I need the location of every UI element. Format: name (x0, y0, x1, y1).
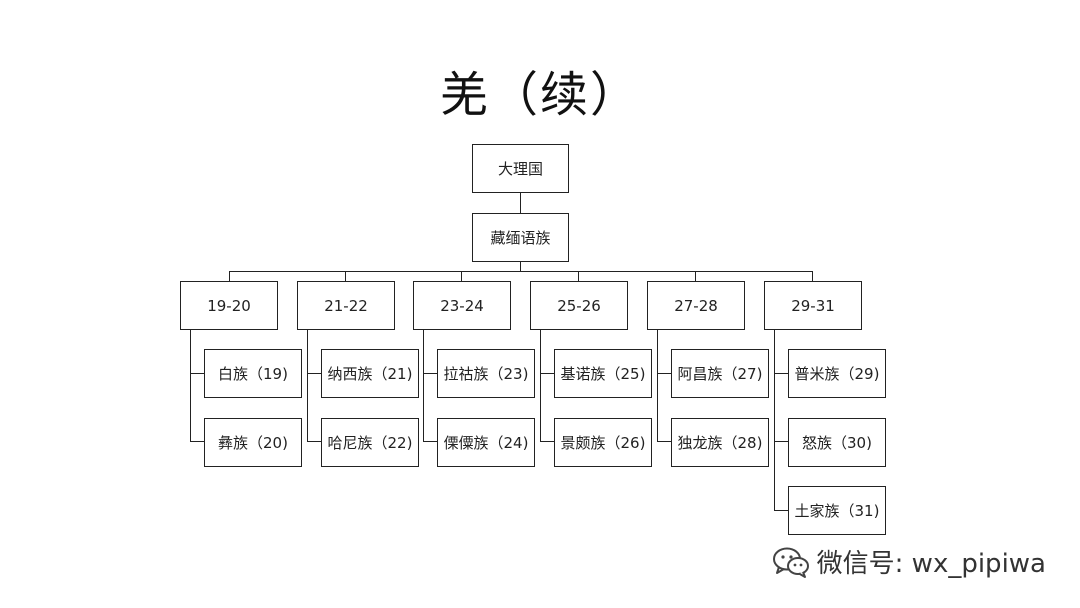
connector-root-family (520, 192, 521, 214)
child-node-tujia: 土家族（31) (788, 486, 886, 535)
family-node: 藏缅语族 (472, 213, 569, 262)
child-node-jingpo: 景颇族（26) (554, 418, 652, 467)
connector-drop-2 (345, 271, 346, 282)
group-1-tick-2 (190, 441, 204, 442)
connector-drop-3 (461, 271, 462, 282)
child-node-pumi: 普米族（29) (788, 349, 886, 398)
connector-drop-1 (229, 271, 230, 282)
child-node-hani: 哈尼族（22) (321, 418, 419, 467)
watermark: 微信号: wx_pipiwa (771, 543, 1046, 580)
group-1-stem (190, 329, 191, 441)
watermark-text: 微信号: wx_pipiwa (816, 549, 1046, 579)
group-node-25-26: 25-26 (530, 281, 628, 330)
page-title: 羌（续） (439, 67, 640, 123)
child-node-jinuo: 基诺族（25) (554, 349, 652, 398)
connector-horizontal-bus (229, 271, 812, 272)
child-node-lahu: 拉祜族（23) (437, 349, 535, 398)
group-6-tick-2 (774, 441, 788, 442)
child-node-dulong: 独龙族（28) (671, 418, 769, 467)
group-5-tick-2 (657, 441, 671, 442)
child-node-achang: 阿昌族（27) (671, 349, 769, 398)
group-5-stem (657, 329, 658, 441)
group-6-tick-3 (774, 510, 788, 511)
connector-family-bus (520, 261, 521, 272)
group-4-tick-2 (540, 441, 554, 442)
group-5-tick-1 (657, 373, 671, 374)
connector-drop-6 (812, 271, 813, 282)
group-node-27-28: 27-28 (647, 281, 745, 330)
group-2-stem (307, 329, 308, 441)
child-node-naxi: 纳西族（21) (321, 349, 419, 398)
child-node-yi: 彝族（20) (204, 418, 302, 467)
group-3-tick-2 (423, 441, 437, 442)
group-3-tick-1 (423, 373, 437, 374)
group-4-stem (540, 329, 541, 441)
group-6-stem (774, 329, 775, 510)
connector-drop-5 (695, 271, 696, 282)
child-node-lisu: 傈僳族（24) (437, 418, 535, 467)
group-1-tick-1 (190, 373, 204, 374)
group-2-tick-2 (307, 441, 321, 442)
group-4-tick-1 (540, 373, 554, 374)
child-node-bai: 白族（19) (204, 349, 302, 398)
group-node-19-20: 19-20 (180, 281, 278, 330)
group-node-23-24: 23-24 (413, 281, 511, 330)
root-node: 大理国 (472, 144, 569, 193)
group-3-stem (423, 329, 424, 441)
group-node-21-22: 21-22 (297, 281, 395, 330)
group-2-tick-1 (307, 373, 321, 374)
connector-drop-4 (578, 271, 579, 282)
group-6-tick-1 (774, 373, 788, 374)
child-node-nu: 怒族（30) (788, 418, 886, 467)
wechat-icon (772, 547, 809, 578)
group-node-29-31: 29-31 (764, 281, 862, 330)
